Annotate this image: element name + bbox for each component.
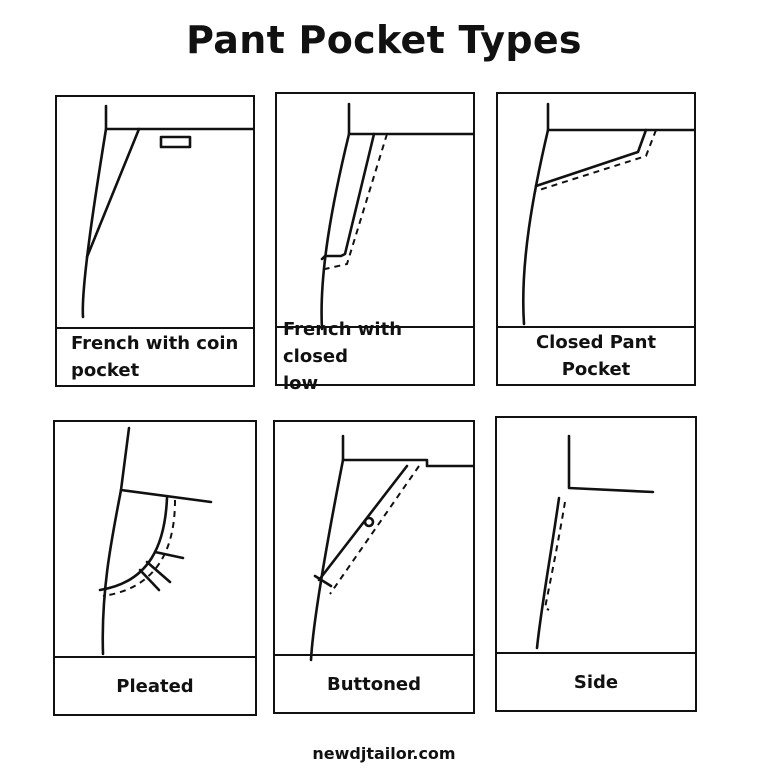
buttoned-pocket-drawing bbox=[309, 434, 473, 662]
pocket-caption: Closed Pant Pocket bbox=[498, 326, 694, 384]
french-coin-pocket-drawing bbox=[81, 104, 253, 319]
pocket-card-french-closed-low: French with closed low bbox=[275, 92, 475, 394]
pocket-caption: Side bbox=[497, 652, 695, 710]
pocket-card-french-coin: French with coin pocket bbox=[55, 95, 255, 387]
pocket-caption: French with coin pocket bbox=[57, 327, 253, 385]
pleated-pocket-drawing bbox=[98, 426, 213, 656]
pocket-caption: Pleated bbox=[55, 656, 255, 714]
french-closed-low-pocket-drawing bbox=[320, 102, 473, 331]
pocket-card-side: Side bbox=[495, 416, 697, 712]
pocket-caption: French with closed low bbox=[277, 319, 473, 394]
button-icon bbox=[363, 516, 375, 528]
coin-pocket-icon bbox=[159, 135, 192, 149]
pocket-card-closed-pant: Closed Pant Pocket bbox=[496, 92, 696, 386]
pocket-card-pleated: Pleated bbox=[53, 420, 257, 716]
pocket-card-buttoned: Buttoned bbox=[273, 420, 475, 714]
side-pocket-drawing bbox=[535, 434, 655, 650]
pocket-caption: Buttoned bbox=[275, 654, 473, 712]
diagram-title: Pant Pocket Types bbox=[186, 18, 582, 62]
closed-pant-pocket-drawing bbox=[521, 102, 694, 326]
footer-website: newdjtailor.com bbox=[312, 744, 456, 763]
